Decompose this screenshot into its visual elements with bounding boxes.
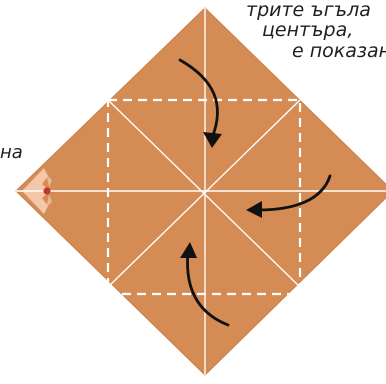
crease-lines <box>16 8 386 375</box>
curved-arrow-icon <box>256 174 332 212</box>
dashed-fold-guide <box>106 98 302 296</box>
instruction-line-3: е показано <box>292 40 386 62</box>
arrowhead-icon <box>203 132 222 148</box>
side-label: на <box>0 142 23 163</box>
curved-arrow-icon <box>178 58 219 140</box>
red-dot-icon <box>43 187 51 195</box>
instruction-line-2: центъра, <box>262 19 353 41</box>
arrowhead-icon <box>180 242 197 258</box>
fold-arrows <box>178 58 332 327</box>
arrowhead-icon <box>246 201 262 218</box>
curved-arrow-icon <box>186 250 230 327</box>
instruction-line-1: трите ъгъла <box>246 0 371 21</box>
